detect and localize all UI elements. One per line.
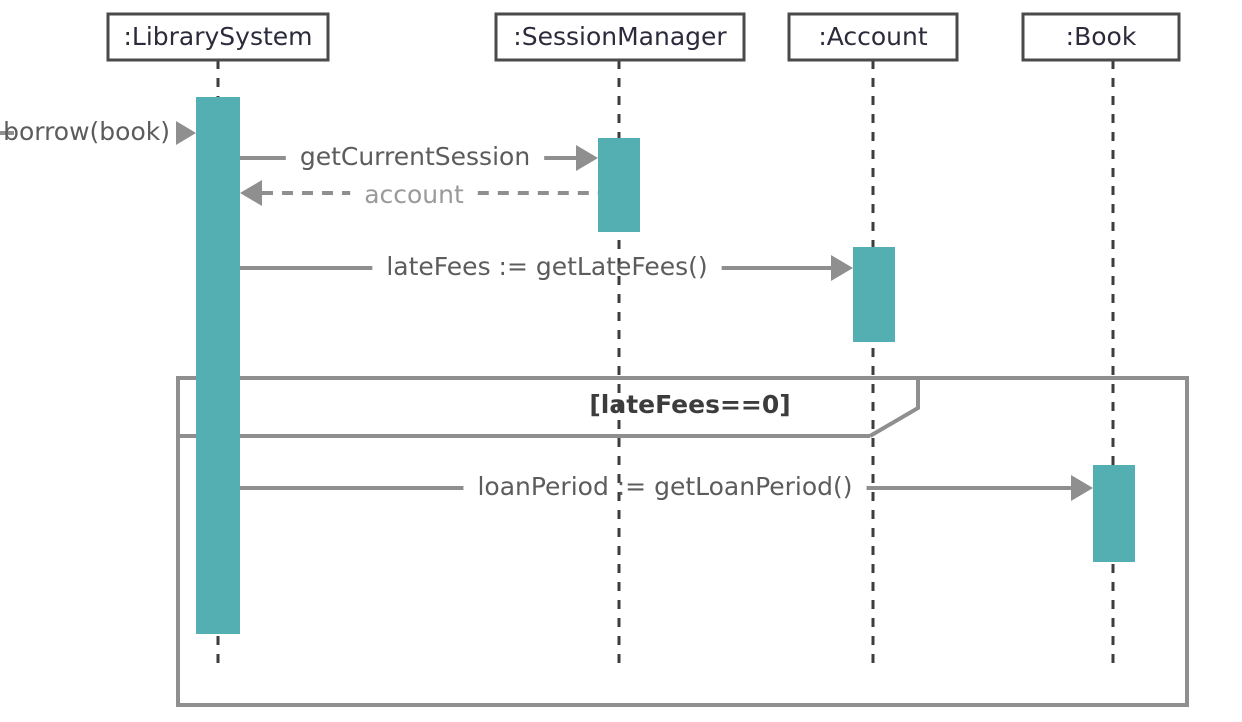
entry-message-arrowhead [176,121,196,145]
message-label-msg-getloanperiod: loanPeriod := getLoanPeriod() [477,472,852,501]
message-arrowhead-msg-getloanperiod [1071,475,1093,501]
lifeline-head-book[interactable]: :Book [1021,12,1181,62]
message-arrowhead-msg-getlatefees [831,255,853,281]
activation-bar-librarysystem[interactable] [196,97,240,634]
message-label-msg-getcurrentsession: getCurrentSession [300,142,530,171]
alt-fragment: [lateFees==0] [176,376,1189,707]
lifeline-box-librarysystem[interactable] [106,12,330,62]
fragment-operator-pentagon [868,378,920,438]
fragment-guard-label: [lateFees==0] [589,390,790,419]
lifeline-head-boxes-group: :LibrarySystem :SessionManager :Account :Bo… [106,12,1181,62]
lifeline-label-book: :Book [1066,22,1137,51]
lifeline-label-librarysystem: :LibrarySystem [123,22,312,51]
message-arrowhead-msg-account-return [240,180,262,206]
entry-message-label: borrow(book) [3,117,170,146]
activation-bar-sessionmanager[interactable] [598,138,640,232]
message-label-msg-account-return: account [364,180,464,209]
lifeline-label-sessionmanager: :SessionManager [513,22,727,51]
message-arrowhead-msg-getcurrentsession [576,145,598,171]
activation-bar-book[interactable] [1093,465,1135,562]
activation-bar-account[interactable] [853,247,895,342]
activation-bars-group [196,97,1135,634]
lifeline-head-account[interactable]: :Account [787,12,959,62]
lifeline-label-account: :Account [818,22,928,51]
lifeline-box-book[interactable] [1021,12,1181,62]
lifeline-head-librarysystem[interactable]: :LibrarySystem [106,12,330,62]
lifeline-box-account[interactable] [787,12,959,62]
fragment-border [176,376,1189,707]
message-label-msg-getlatefees: lateFees := getLateFees() [386,252,707,281]
entry-message-borrow: borrow(book) [0,117,196,146]
messages-group: getCurrentSession account lateFees := getL… [240,142,1093,501]
lifeline-head-sessionmanager[interactable]: :SessionManager [494,12,746,62]
lifeline-box-sessionmanager[interactable] [494,12,746,62]
